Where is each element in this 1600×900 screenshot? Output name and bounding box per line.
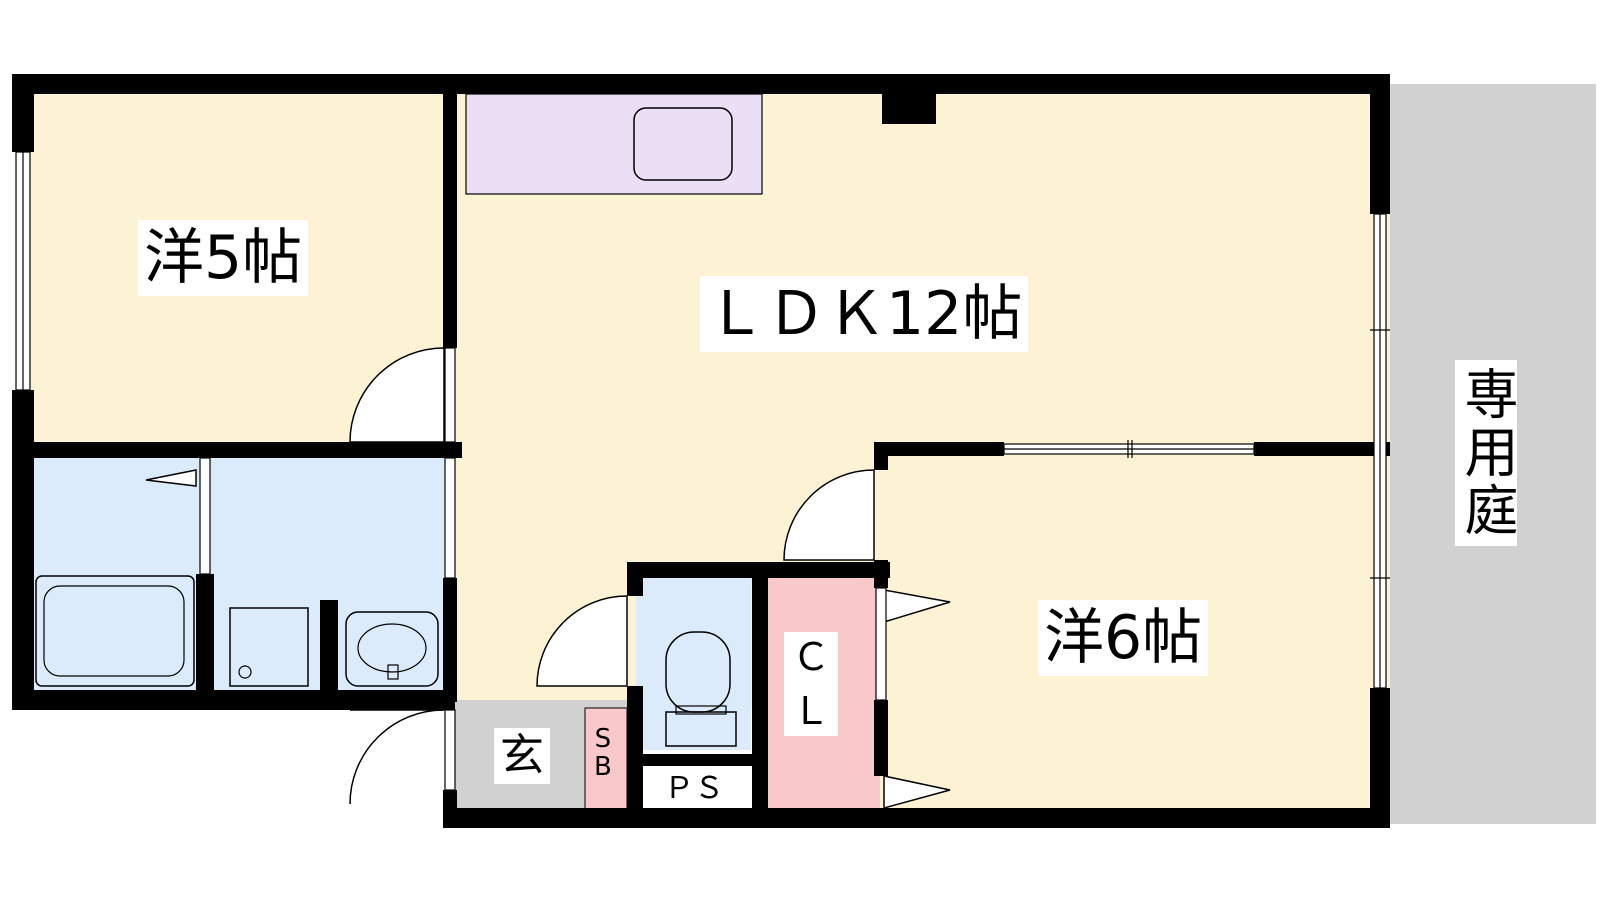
folding-door-icon	[145, 469, 951, 809]
kitchen-counter	[465, 93, 763, 195]
shoe-box-label: S B	[592, 724, 614, 782]
closet-label-l: Ｌ	[792, 689, 831, 733]
pipe-space-label: ＰＳ	[660, 772, 728, 806]
sliding-door-icon	[1003, 440, 1255, 458]
walls	[12, 74, 1390, 828]
closet-label: Ｃ Ｌ	[784, 632, 839, 736]
closet-label-c: Ｃ	[792, 635, 831, 679]
toilet-tank	[665, 711, 737, 747]
door-swing-icon	[349, 347, 875, 805]
private-garden-label: 専用庭	[1455, 360, 1518, 546]
ventilation-duct	[882, 90, 936, 124]
bathtub-icon	[35, 575, 195, 687]
entrance-label: 玄	[494, 728, 550, 784]
toilet-tank-top	[675, 705, 727, 715]
washbasin-tap	[387, 664, 399, 680]
washbasin-icon	[345, 611, 439, 687]
washing-machine-icon	[229, 607, 309, 687]
bath-floor	[22, 450, 455, 706]
window-icon	[15, 151, 1390, 689]
kitchen-sink-icon	[633, 107, 733, 181]
bathtub-inner	[43, 585, 185, 677]
ldk-label: ＬＤＫ12帖	[700, 276, 1029, 352]
western-room-2-label: 洋6帖	[1038, 600, 1209, 676]
washbasin-bowl	[357, 623, 427, 673]
toilet-floor	[636, 574, 751, 750]
washing-machine-drain	[238, 665, 252, 679]
door-frame-lines	[199, 347, 887, 791]
shoe-box-label-s: S	[594, 724, 612, 754]
western-room-1-label: 洋5帖	[138, 220, 309, 296]
shoe-box-label-b: B	[594, 752, 612, 782]
